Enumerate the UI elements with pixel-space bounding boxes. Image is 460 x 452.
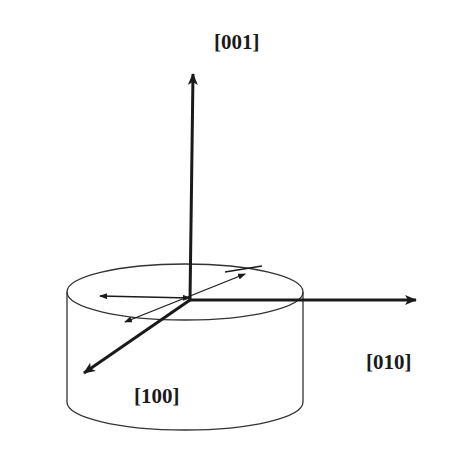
disc-top: [67, 264, 303, 320]
in-plane-arrows: [100, 266, 262, 322]
in-plane-arrow: [125, 274, 245, 322]
disc-side: [302, 292, 303, 402]
axis-label: [100]: [134, 386, 180, 407]
in-plane-tick: [225, 266, 262, 272]
axis-001: [190, 74, 193, 300]
axis-100: [84, 300, 190, 373]
disc-bottom: [67, 402, 303, 430]
in-plane-arrow: [100, 296, 190, 298]
axis-label: [001]: [214, 32, 260, 53]
axis-label: [010]: [366, 352, 412, 373]
axes: [84, 74, 416, 373]
disc: [67, 264, 303, 430]
disc-side: [66, 292, 67, 402]
axis-010: [190, 299, 416, 302]
